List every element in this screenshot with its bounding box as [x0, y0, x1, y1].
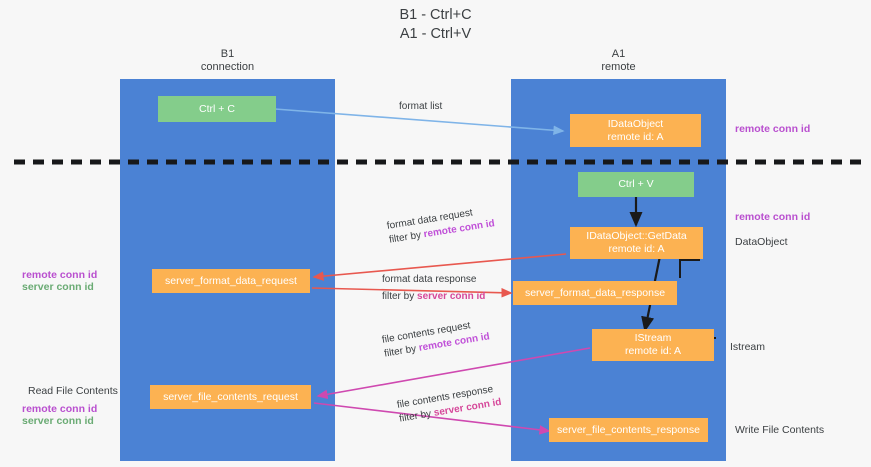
- caption-write-file-contents: Write File Contents: [735, 424, 825, 436]
- node-server-format-data-request[interactable]: server_format_data_request: [152, 269, 310, 293]
- caption-dataobject: DataObject: [735, 236, 788, 248]
- edge-file-contents-request: [316, 347, 591, 400]
- edge-label-format-data-response: format data response filter by server co…: [382, 273, 485, 304]
- edge-format-data-request: [312, 253, 567, 281]
- edge-file-contents-response: [313, 402, 551, 435]
- node-ctrl-c[interactable]: Ctrl + C: [158, 96, 276, 122]
- node-ctrl-v[interactable]: Ctrl + V: [578, 172, 694, 197]
- caption-read-file-contents: Read File Contents: [28, 385, 118, 397]
- node-server-file-contents-response[interactable]: server_file_contents_response: [549, 418, 708, 442]
- caption-left-remote-conn-id-1: remote conn id: [22, 269, 98, 281]
- format-data-response-line1: format data response: [382, 274, 477, 285]
- edge-label-format-list-text: format list: [399, 101, 443, 112]
- page-title: B1 - Ctrl+C A1 - Ctrl+V: [399, 7, 472, 42]
- caption-remote-conn-id-top: remote conn id: [735, 123, 811, 135]
- lane-a1-header: A1 remote: [601, 48, 636, 73]
- node-server-file-contents-request[interactable]: server_file_contents_request: [150, 385, 311, 409]
- node-idataobject[interactable]: IDataObject remote id: A: [570, 114, 701, 147]
- edge-label-format-list: format list: [399, 100, 442, 114]
- caption-istream: Istream: [730, 341, 766, 353]
- caption-left-server-conn-id-1: server conn id: [22, 281, 94, 293]
- filter-by-label-2: filter by: [382, 291, 418, 302]
- caption-left-remote-conn-id-2: remote conn id: [22, 403, 98, 415]
- caption-remote-conn-id-mid: remote conn id: [735, 211, 811, 223]
- node-istream[interactable]: IStream remote id: A: [592, 329, 714, 361]
- edge-format-list: [274, 108, 565, 136]
- edge-response-to-getdata: [679, 259, 700, 278]
- server-conn-id-key-1: server conn id: [417, 291, 486, 302]
- lane-b1-header: B1 connection: [200, 48, 255, 73]
- caption-left-server-conn-id-2: server conn id: [22, 415, 94, 427]
- edge-format-data-response: [311, 287, 513, 298]
- node-idataobject-getdata[interactable]: IDataObject::GetData remote id: A: [570, 227, 703, 259]
- node-server-format-data-response[interactable]: server_format_data_response: [513, 281, 677, 305]
